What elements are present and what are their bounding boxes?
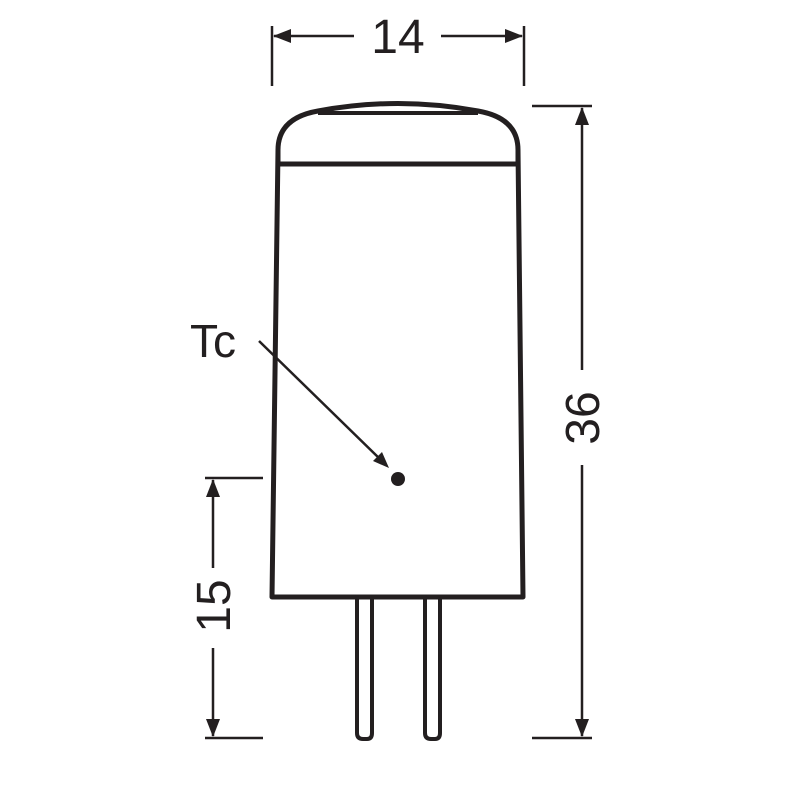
lamp-outline [269, 101, 526, 741]
arrow-down-icon [206, 719, 220, 737]
height-label: 36 [557, 391, 610, 444]
lamp-body [269, 149, 526, 600]
pin-left [355, 597, 374, 741]
pin-right [423, 597, 442, 741]
dimension-tc-height: 15 [188, 476, 263, 740]
arrow-right-icon [505, 29, 523, 43]
arrow-down-icon [575, 719, 589, 737]
arrow-up-icon [206, 479, 220, 497]
dimension-width: 14 [270, 11, 526, 86]
arrow-left-icon [273, 29, 291, 43]
lamp-cap [275, 101, 521, 163]
tc-measurement-point-icon [391, 472, 405, 486]
tc-arrow-icon [373, 452, 389, 468]
tc-leader-line [258, 340, 383, 462]
tc-height-label: 15 [188, 579, 241, 632]
tc-annotation: Tc [190, 315, 405, 486]
width-label: 14 [371, 11, 424, 64]
dimension-height: 36 [532, 104, 610, 740]
tc-label: Tc [190, 315, 236, 367]
arrow-up-icon [575, 107, 589, 125]
